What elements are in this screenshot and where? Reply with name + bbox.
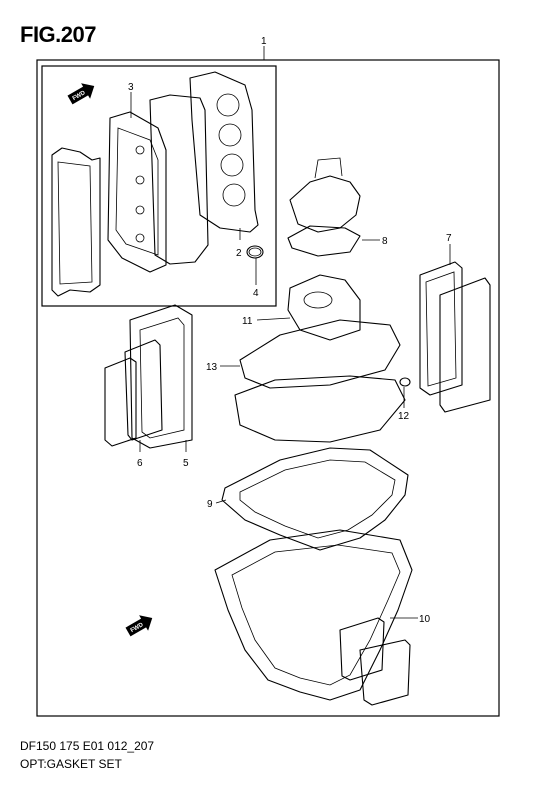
side-cover-right [439,277,491,413]
top-cover-opening [303,291,333,309]
cover-gasket-part-13 [239,319,401,389]
oil-pan-housing-inner [231,544,401,686]
side-cover-part-5-inner [139,317,185,439]
bore-3 [220,153,244,177]
plug-hole-4 [135,233,145,243]
callout-9: 9 [207,499,213,510]
cylinder-block-gasket [149,94,209,265]
o-ring-part-4-inner [248,247,262,257]
side-gasket-part-6b [124,339,163,441]
bore-2 [218,123,242,147]
cylinder-head-gasket-part-2 [189,71,259,233]
inner-frame [41,65,277,307]
plug-hole-3 [135,205,145,215]
bore-4 [222,183,246,207]
callout-1: 1 [261,36,267,47]
callout-11: 11 [242,316,253,327]
oil-pan-gasket-part-9 [221,447,409,551]
o-ring-part-4 [246,245,264,259]
callout-5: 5 [183,458,189,469]
figure-title: FIG.207 [20,22,96,47]
fwd-arrow-bottom: FWD [125,615,153,637]
side-gasket-part-7 [419,261,463,396]
water-pump-housing [289,175,361,233]
callout-8: 8 [382,236,388,247]
oil-pan-gasket-part-9-inner [239,459,396,539]
callout-11-leader [256,317,291,321]
water-pump-outlet [314,157,343,179]
side-cover-part-5 [129,304,193,449]
plug-part-12 [399,377,411,387]
side-cover-gasket-left-inner [57,161,93,285]
pump-gasket-part-8 [287,225,361,257]
side-gasket-part-6 [104,357,137,447]
bore-1 [216,93,240,117]
fwd-arrow-top: FWD [67,83,95,105]
callout-6: 6 [137,458,143,469]
callout-12: 12 [398,411,410,422]
model-code: DF150 175 E01 012_207 [20,739,155,753]
plug-hole-1 [135,145,145,155]
callout-13: 13 [206,362,218,373]
callout-7: 7 [446,233,452,244]
callout-3: 3 [128,82,134,93]
head-cover-gasket-part-3 [107,111,167,273]
side-cover-gasket-left [51,147,101,297]
head-cover-gasket-part-3-inner [115,127,159,256]
callout-2: 2 [236,248,242,259]
lower-cover-housing [234,375,406,443]
callout-4: 4 [253,288,259,299]
callout-10: 10 [419,614,431,625]
callout-9-leader [215,499,227,504]
cover-gasket-part-10 [339,617,385,681]
oil-pan-housing [214,529,413,701]
outer-frame [36,59,500,717]
plug-hole-2 [135,175,145,185]
cover-plate [359,639,411,706]
side-gasket-part-7-inner [425,271,457,387]
top-cover-part-11 [287,274,361,341]
group-name: OPT:GASKET SET [20,757,122,771]
